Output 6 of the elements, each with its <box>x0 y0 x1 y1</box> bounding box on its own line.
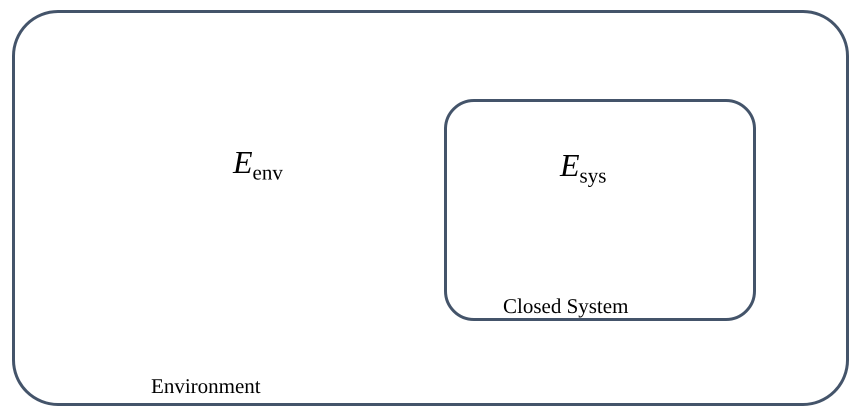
system-box <box>444 99 756 321</box>
region-label: Closed System <box>503 295 628 318</box>
region-label: Environment <box>151 375 261 398</box>
energy-symbol: E$_{env}$ <box>233 145 283 184</box>
energy-symbol: E$_{sys}$ <box>560 148 606 188</box>
environment-box <box>12 10 849 406</box>
